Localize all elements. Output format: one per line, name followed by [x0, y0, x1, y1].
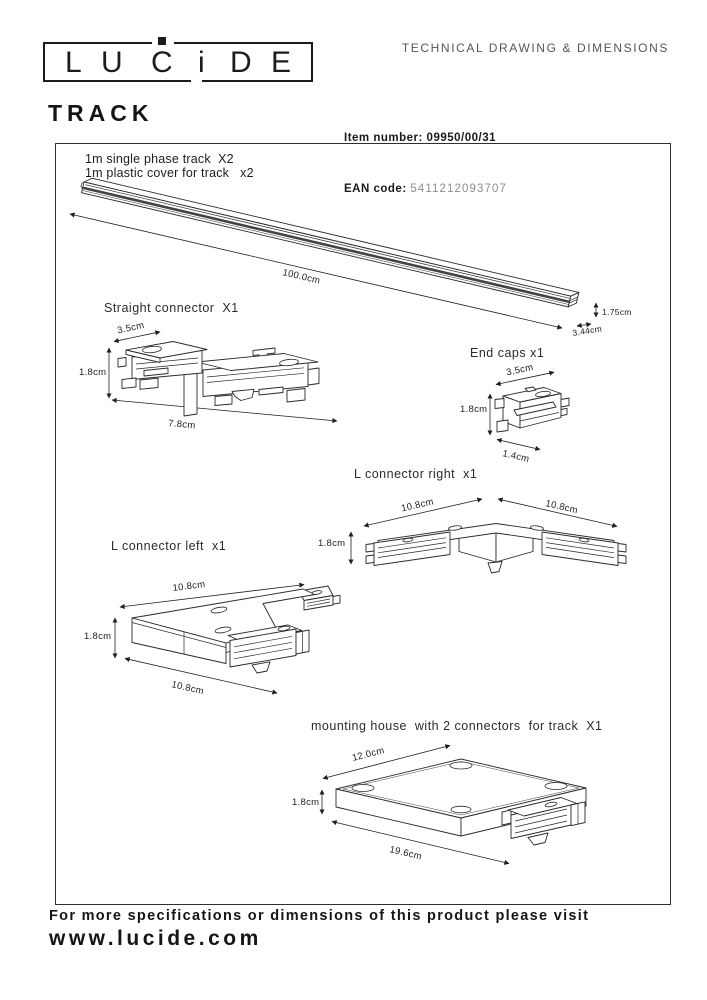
- track-length-dim: 100.0cm: [281, 267, 321, 286]
- logo-letter: i: [198, 46, 205, 79]
- lleft-bottom-dim: 10.8cm: [170, 679, 205, 697]
- track-drawing: 100.0cm 1.75cm 3.44cm: [69, 177, 632, 338]
- footer-website: www.lucide.com: [49, 927, 262, 950]
- track-label-line1: 1m single phase track X2: [85, 152, 234, 166]
- lright-height-dim: 1.8cm: [318, 538, 345, 549]
- item-number-value: 09950/00/31: [426, 132, 496, 144]
- track-width-dim: 3.44cm: [572, 323, 603, 338]
- ean-label: EAN code:: [344, 183, 407, 195]
- mounting-height-dim: 1.8cm: [292, 797, 319, 808]
- drawing-area: 1m single phase track X2 1m plastic cove…: [55, 143, 671, 905]
- doc-type-label: TECHNICAL DRAWING & DIMENSIONS: [401, 41, 669, 55]
- end-caps-drawing: 3.5cm 1.8cm 1.4cm: [460, 362, 570, 465]
- logo-letter: D: [230, 46, 252, 79]
- l-connector-right-drawing: 10.8cm 10.8cm 1.8cm: [318, 496, 627, 574]
- item-info: Item number: 09950/00/31 EAN code: 54112…: [344, 96, 507, 232]
- straight-width-dim: 3.5cm: [116, 320, 145, 336]
- track-height-dim: 1.75cm: [602, 307, 632, 317]
- lleft-top-dim: 10.8cm: [172, 579, 206, 594]
- page-title: TRACK: [48, 100, 154, 126]
- track-label-line2: 1m plastic cover for track x2: [85, 166, 254, 180]
- endcaps-width-dim: 3.5cm: [505, 362, 534, 378]
- item-number-label: Item number:: [344, 132, 423, 144]
- lright-left-dim: 10.8cm: [400, 496, 435, 514]
- l-connector-right-title: L connector right x1: [354, 467, 478, 481]
- mounting-top-dim: 12.0cm: [351, 745, 386, 764]
- l-connector-left-drawing: 10.8cm 1.8cm 10.8cm: [84, 579, 341, 697]
- lucide-logo: L U C i D E: [43, 37, 313, 83]
- end-caps-title: End caps x1: [470, 346, 545, 360]
- lleft-height-dim: 1.8cm: [84, 631, 111, 642]
- ean-row: EAN code: 5411212093707: [344, 181, 507, 198]
- straight-connector-drawing: 3.5cm 1.8cm 7.8cm: [79, 320, 338, 432]
- l-connector-left-title: L connector left x1: [111, 539, 227, 553]
- ean-value: 5411212093707: [410, 183, 507, 195]
- logo-letter: L: [65, 46, 82, 79]
- mounting-house-title: mounting house with 2 connectors for tra…: [311, 719, 603, 733]
- logo-border-gap-bottom: [191, 79, 202, 83]
- logo-c-dot-icon: [158, 37, 166, 45]
- endcaps-length-dim: 1.4cm: [501, 448, 530, 465]
- logo-letter: E: [271, 46, 292, 79]
- mounting-bottom-dim: 19.6cm: [388, 844, 423, 862]
- logo-letter: C: [151, 46, 173, 79]
- endcaps-height-dim: 1.8cm: [460, 404, 487, 415]
- straight-length-dim: 7.8cm: [168, 418, 196, 431]
- straight-height-dim: 1.8cm: [79, 367, 106, 378]
- item-number-row: Item number: 09950/00/31: [344, 130, 507, 147]
- technical-drawing-canvas: 100.0cm 1.75cm 3.44cm 3.5cm 1.8cm 7.8cm: [69, 177, 632, 865]
- logo-letter: U: [101, 46, 123, 79]
- footer-note: For more specifications or dimensions of…: [49, 908, 590, 924]
- mounting-house-drawing: 12.0cm 1.8cm 19.6cm: [292, 744, 587, 865]
